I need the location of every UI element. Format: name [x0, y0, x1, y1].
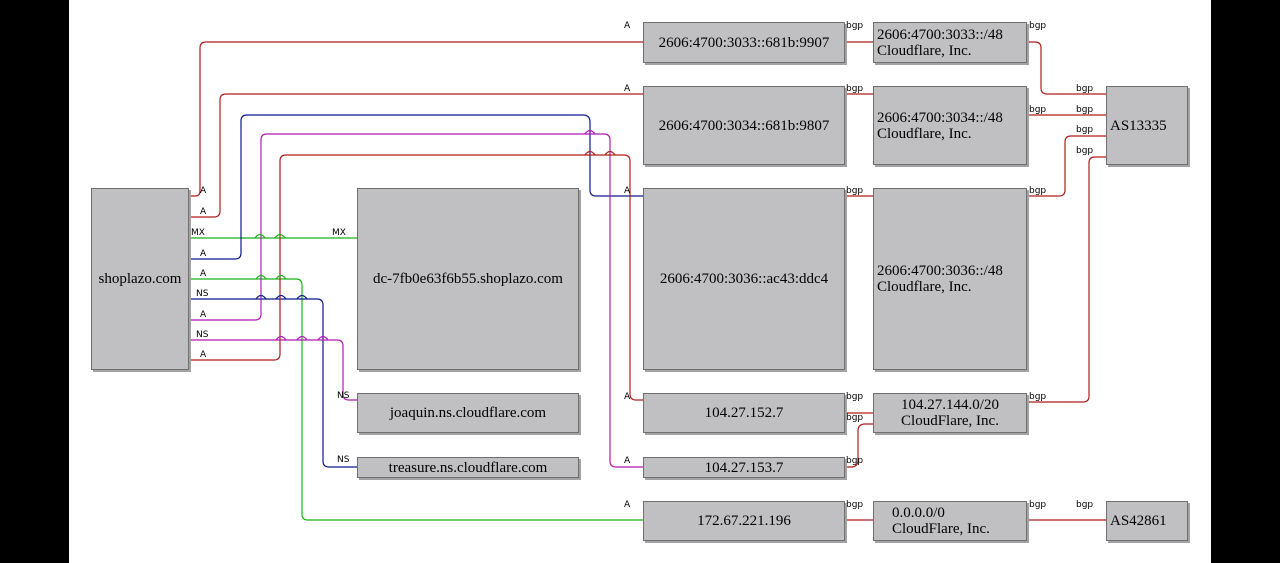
label-bgp-0: bgp: [1029, 500, 1046, 510]
label-bgp-as-3: bgp: [1076, 125, 1093, 135]
edge-ns-treasure: [189, 298, 357, 468]
label-mx-1: MX: [191, 228, 205, 238]
label-ns-2: NS: [196, 330, 209, 340]
label-ns-1: NS: [196, 289, 209, 299]
node-ip153-label: 104.27.153.7: [704, 459, 784, 476]
node-ip153[interactable]: 104.27.153.7: [643, 457, 845, 478]
node-as42861[interactable]: AS42861: [1106, 501, 1188, 541]
label-bgp-3036: bgp: [1029, 186, 1046, 196]
edge-a-153: [189, 133, 643, 468]
node-pfx0-label: 0.0.0.0/0 CloudFlare, Inc.: [892, 505, 990, 537]
label-bgp-104: bgp: [1029, 392, 1046, 402]
edge-ns-navy-ddc4: [189, 114, 643, 260]
label-ns-treasure: NS: [337, 455, 350, 465]
label-bgp-9907: bgp: [846, 21, 863, 31]
node-shoplazo-label: shoplazo.com: [98, 271, 182, 287]
node-pfx3036[interactable]: 2606:4700:3036::/48 Cloudflare, Inc.: [873, 188, 1027, 370]
label-bgp-152b: bgp: [846, 413, 863, 423]
label-a-9807: A: [624, 84, 631, 94]
label-a-ddc4: A: [624, 186, 631, 196]
node-pfx3034[interactable]: 2606:4700:3034::/48 Cloudflare, Inc.: [873, 86, 1027, 165]
label-a-4: A: [200, 269, 207, 279]
node-joaquin-label: joaquin.ns.cloudflare.com: [389, 405, 547, 421]
node-joaquin[interactable]: joaquin.ns.cloudflare.com: [357, 393, 579, 433]
node-dc-label: dc-7fb0e63f6b55.shoplazo.com: [373, 271, 563, 287]
label-mx-dc: MX: [332, 228, 346, 238]
edge-as-3036: [1027, 135, 1106, 197]
label-bgp-3034: bgp: [1029, 105, 1046, 115]
node-ip9807[interactable]: 2606:4700:3034::681b:9807: [643, 86, 845, 165]
node-ip172[interactable]: 172.67.221.196: [643, 501, 845, 541]
node-ip9907-label: 2606:4700:3033::681b:9907: [658, 34, 830, 51]
edge-crossings: [254, 129, 616, 341]
node-ip9907[interactable]: 2606:4700:3033::681b:9907: [643, 22, 845, 63]
node-as13335[interactable]: AS13335: [1106, 86, 1188, 165]
node-treasure-label: treasure.ns.cloudflare.com: [388, 459, 548, 476]
label-a-3: A: [200, 249, 207, 259]
label-a-9907: A: [624, 21, 631, 31]
edge-bgp-153: [845, 423, 873, 468]
node-pfx3033[interactable]: 2606:4700:3033::/48 Cloudflare, Inc.: [873, 22, 1027, 63]
edge-a-152: [189, 154, 643, 401]
edge-as-104: [1027, 156, 1106, 403]
node-treasure[interactable]: treasure.ns.cloudflare.com: [357, 457, 579, 478]
label-a-172: A: [624, 500, 631, 510]
node-ipddc4[interactable]: 2606:4700:3036::ac43:ddc4: [643, 188, 845, 370]
label-a-5: A: [200, 310, 207, 320]
label-a-2: A: [200, 207, 207, 217]
label-a-1: A: [200, 186, 207, 196]
label-bgp-ddc4: bgp: [846, 186, 863, 196]
node-as42861-label: AS42861: [1110, 513, 1167, 529]
edge-a-172: [189, 278, 643, 521]
label-bgp-9807: bgp: [846, 84, 863, 94]
node-pfx3036-label: 2606:4700:3036::/48 Cloudflare, Inc.: [877, 263, 1003, 295]
node-ip172-label: 172.67.221.196: [697, 513, 791, 529]
node-pfx104-label: 104.27.144.0/20 CloudFlare, Inc.: [901, 397, 999, 429]
node-pfx3034-label: 2606:4700:3034::/48 Cloudflare, Inc.: [877, 109, 1003, 142]
edge-layer: A A A MX A A NS A NS A MX A A A A A NS N…: [189, 21, 1106, 521]
edge-a-9907: [189, 41, 643, 197]
node-pfx0[interactable]: 0.0.0.0/0 CloudFlare, Inc.: [873, 501, 1027, 541]
label-bgp-as-4: bgp: [1076, 146, 1093, 156]
node-dc[interactable]: dc-7fb0e63f6b55.shoplazo.com: [357, 188, 579, 370]
node-ip9807-label: 2606:4700:3034::681b:9807: [658, 117, 830, 134]
label-bgp-152: bgp: [846, 392, 863, 402]
edge-a-9807: [189, 93, 643, 218]
label-ns-joaquin: NS: [337, 391, 350, 401]
edge-labels: A A A MX A A NS A NS A MX A A A A A NS N…: [191, 21, 1093, 510]
label-bgp-as-2: bgp: [1076, 105, 1093, 115]
node-pfx3033-label: 2606:4700:3033::/48 Cloudflare, Inc.: [877, 26, 1003, 59]
node-shoplazo[interactable]: shoplazo.com: [91, 188, 189, 370]
node-as13335-label: AS13335: [1110, 117, 1167, 134]
label-a-6: A: [200, 350, 207, 360]
node-pfx104[interactable]: 104.27.144.0/20 CloudFlare, Inc.: [873, 393, 1027, 433]
label-bgp-172: bgp: [846, 500, 863, 510]
node-ip152-label: 104.27.152.7: [704, 405, 784, 421]
label-bgp-as-42861: bgp: [1076, 500, 1093, 510]
label-bgp-as-1: bgp: [1076, 84, 1093, 94]
graph-canvas: A A A MX A A NS A NS A MX A A A A A NS N…: [69, 0, 1211, 563]
label-bgp-153: bgp: [846, 456, 863, 466]
label-a-153: A: [624, 456, 631, 466]
node-ip152[interactable]: 104.27.152.7: [643, 393, 845, 433]
node-ipddc4-label: 2606:4700:3036::ac43:ddc4: [659, 271, 829, 287]
label-a-152: A: [624, 392, 631, 402]
edge-as-3033: [1027, 41, 1106, 95]
edge-ns-joaquin: [189, 339, 357, 401]
label-bgp-3033: bgp: [1029, 21, 1046, 31]
